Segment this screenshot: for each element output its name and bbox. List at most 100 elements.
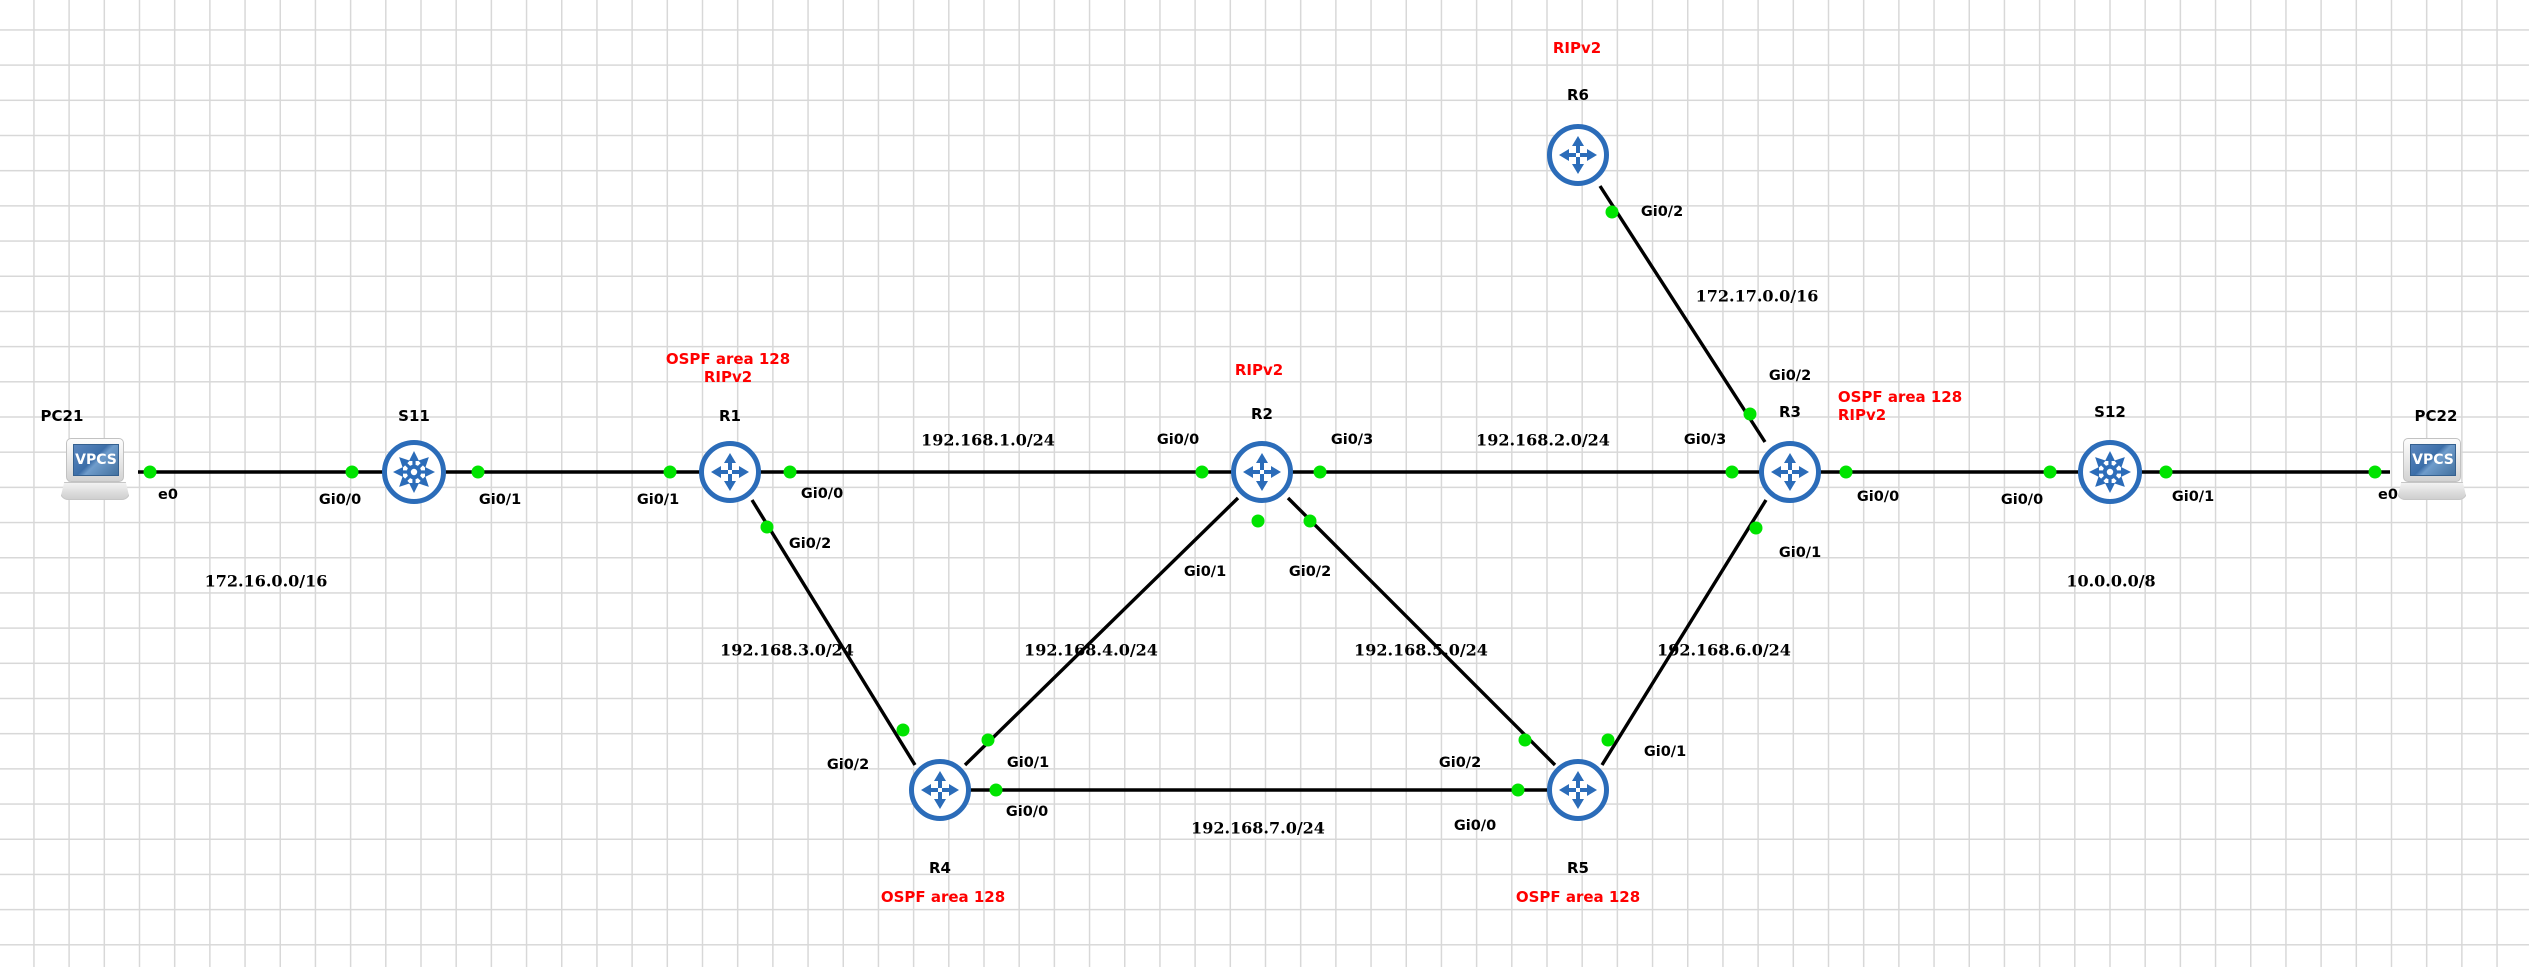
subnet-label-net-1921687: 192.168.7.0/24 bbox=[1191, 818, 1325, 838]
protocol-text-line: OSPF area 128 bbox=[1515, 888, 1641, 906]
subnet-label-net-1921684: 192.168.4.0/24 bbox=[1024, 640, 1158, 660]
link-r6-r3[interactable] bbox=[1598, 185, 1767, 443]
router-icon bbox=[1759, 441, 1821, 503]
switch-icon bbox=[382, 440, 446, 504]
interface-label-r1-gi02: Gi0/2 bbox=[788, 536, 832, 552]
port-status-dot-r1-gi01[interactable] bbox=[663, 465, 677, 479]
interface-label-r3-gi00: Gi0/0 bbox=[1856, 489, 1900, 505]
node-label-s12: S12 bbox=[2094, 403, 2126, 421]
interface-label-s11-gi00: Gi0/0 bbox=[318, 492, 362, 508]
interface-label-r3-gi01: Gi0/1 bbox=[1778, 545, 1822, 561]
protocol-text-line: RIPv2 bbox=[1552, 39, 1602, 57]
node-label-r2: R2 bbox=[1251, 405, 1273, 423]
interface-label-r2-gi03: Gi0/3 bbox=[1330, 432, 1374, 448]
interface-label-pc22-e0: e0 bbox=[2378, 487, 2398, 503]
link-r2-r5[interactable] bbox=[1286, 496, 1557, 767]
port-status-dot-pc21-e0[interactable] bbox=[143, 465, 157, 479]
protocol-annotation-proto-r2: RIPv2 bbox=[1235, 361, 1283, 379]
port-status-dot-s11-gi01[interactable] bbox=[471, 465, 485, 479]
laptop-base bbox=[2397, 482, 2467, 500]
vpcs-screen-text: VPCS bbox=[75, 452, 117, 468]
port-status-dot-r2-gi02[interactable] bbox=[1303, 514, 1317, 528]
protocol-text-line: RIPv2 bbox=[1234, 361, 1284, 379]
laptop-lid: VPCS bbox=[66, 438, 124, 482]
router-icon bbox=[1231, 441, 1293, 503]
interface-label-r6-gi02: Gi0/2 bbox=[1640, 204, 1684, 220]
vpcs-laptop-icon: VPCS bbox=[60, 438, 130, 502]
port-status-dot-r3-gi02[interactable] bbox=[1743, 407, 1757, 421]
protocol-annotation-proto-r5: OSPF area 128 bbox=[1516, 888, 1640, 906]
switch-icon bbox=[2078, 440, 2142, 504]
port-status-dot-r5-gi00[interactable] bbox=[1511, 783, 1525, 797]
interface-label-s11-gi01: Gi0/1 bbox=[478, 492, 522, 508]
port-status-dot-pc22-e0[interactable] bbox=[2368, 465, 2382, 479]
port-status-dot-r2-gi00[interactable] bbox=[1195, 465, 1209, 479]
subnet-label-net-1921681: 192.168.1.0/24 bbox=[921, 430, 1055, 450]
port-status-dot-s11-gi00[interactable] bbox=[345, 465, 359, 479]
node-label-r5: R5 bbox=[1567, 859, 1589, 877]
interface-label-pc21-e0: e0 bbox=[158, 487, 178, 503]
interface-label-r5-gi00: Gi0/0 bbox=[1453, 818, 1497, 834]
laptop-lid: VPCS bbox=[2403, 438, 2461, 482]
subnet-label-net-10: 10.0.0.0/8 bbox=[2066, 571, 2156, 591]
interface-label-r4-gi02: Gi0/2 bbox=[826, 757, 870, 773]
protocol-annotation-proto-r6: RIPv2 bbox=[1553, 39, 1601, 57]
vpcs-screen-text: VPCS bbox=[2412, 452, 2454, 468]
interface-label-r1-gi00: Gi0/0 bbox=[800, 486, 844, 502]
router-icon bbox=[699, 441, 761, 503]
link-r4-r2[interactable] bbox=[963, 496, 1240, 767]
protocol-annotation-proto-r4: OSPF area 128 bbox=[881, 888, 1005, 906]
port-status-dot-r2-gi01[interactable] bbox=[1251, 514, 1265, 528]
subnet-label-net-1921686: 192.168.6.0/24 bbox=[1657, 640, 1791, 660]
port-status-dot-r3-gi01[interactable] bbox=[1749, 521, 1763, 535]
subnet-label-net-1921682: 192.168.2.0/24 bbox=[1476, 430, 1610, 450]
interface-label-r1-gi01: Gi0/1 bbox=[636, 492, 680, 508]
interface-label-r3-gi02: Gi0/2 bbox=[1768, 368, 1812, 384]
protocol-text-line: OSPF area 128 bbox=[1837, 388, 1963, 406]
protocol-text-line: OSPF area 128 bbox=[880, 888, 1006, 906]
vpcs-laptop-icon: VPCS bbox=[2397, 438, 2467, 502]
port-status-dot-r5-gi01[interactable] bbox=[1601, 733, 1615, 747]
node-label-pc21: PC21 bbox=[40, 407, 84, 425]
node-label-r4: R4 bbox=[929, 859, 951, 877]
link-r1-r4[interactable] bbox=[750, 499, 917, 766]
interface-label-s12-gi01: Gi0/1 bbox=[2171, 489, 2215, 505]
port-status-dot-r3-gi00[interactable] bbox=[1839, 465, 1853, 479]
router-icon bbox=[909, 759, 971, 821]
port-status-dot-r1-gi02[interactable] bbox=[760, 520, 774, 534]
node-label-pc22: PC22 bbox=[2414, 407, 2458, 425]
node-label-r1: R1 bbox=[719, 407, 741, 425]
port-status-dot-r4-gi02[interactable] bbox=[896, 723, 910, 737]
port-status-dot-r2-gi03[interactable] bbox=[1313, 465, 1327, 479]
port-status-dot-r3-gi03[interactable] bbox=[1725, 465, 1739, 479]
interface-label-r5-gi01: Gi0/1 bbox=[1643, 744, 1687, 760]
node-label-s11: S11 bbox=[398, 407, 430, 425]
laptop-screen: VPCS bbox=[73, 444, 119, 476]
port-status-dot-s12-gi00[interactable] bbox=[2043, 465, 2057, 479]
subnet-label-net-1921685: 192.168.5.0/24 bbox=[1354, 640, 1488, 660]
interface-label-r4-gi00: Gi0/0 bbox=[1005, 804, 1049, 820]
protocol-text-line: RIPv2 bbox=[1837, 406, 1887, 424]
node-label-r3: R3 bbox=[1779, 403, 1801, 421]
laptop-base bbox=[60, 482, 130, 500]
port-status-dot-r5-gi02[interactable] bbox=[1518, 733, 1532, 747]
router-icon bbox=[1547, 124, 1609, 186]
interface-label-r2-gi01: Gi0/1 bbox=[1183, 564, 1227, 580]
link-r5-r3[interactable] bbox=[1600, 499, 1768, 766]
interface-label-r4-gi01: Gi0/1 bbox=[1006, 755, 1050, 771]
protocol-text-line: OSPF area 128 bbox=[665, 350, 791, 368]
interface-label-r5-gi02: Gi0/2 bbox=[1438, 755, 1482, 771]
port-status-dot-r1-gi00[interactable] bbox=[783, 465, 797, 479]
interface-label-r3-gi03: Gi0/3 bbox=[1683, 432, 1727, 448]
port-status-dot-r4-gi01[interactable] bbox=[981, 733, 995, 747]
interface-label-r2-gi02: Gi0/2 bbox=[1288, 564, 1332, 580]
port-status-dot-r4-gi00[interactable] bbox=[989, 783, 1003, 797]
laptop-screen: VPCS bbox=[2410, 444, 2456, 476]
port-status-dot-r6-gi02[interactable] bbox=[1605, 205, 1619, 219]
subnet-label-net-172-16: 172.16.0.0/16 bbox=[204, 571, 328, 591]
port-status-dot-s12-gi01[interactable] bbox=[2159, 465, 2173, 479]
subnet-label-net-1921683: 192.168.3.0/24 bbox=[720, 640, 854, 660]
interface-label-s12-gi00: Gi0/0 bbox=[2000, 492, 2044, 508]
